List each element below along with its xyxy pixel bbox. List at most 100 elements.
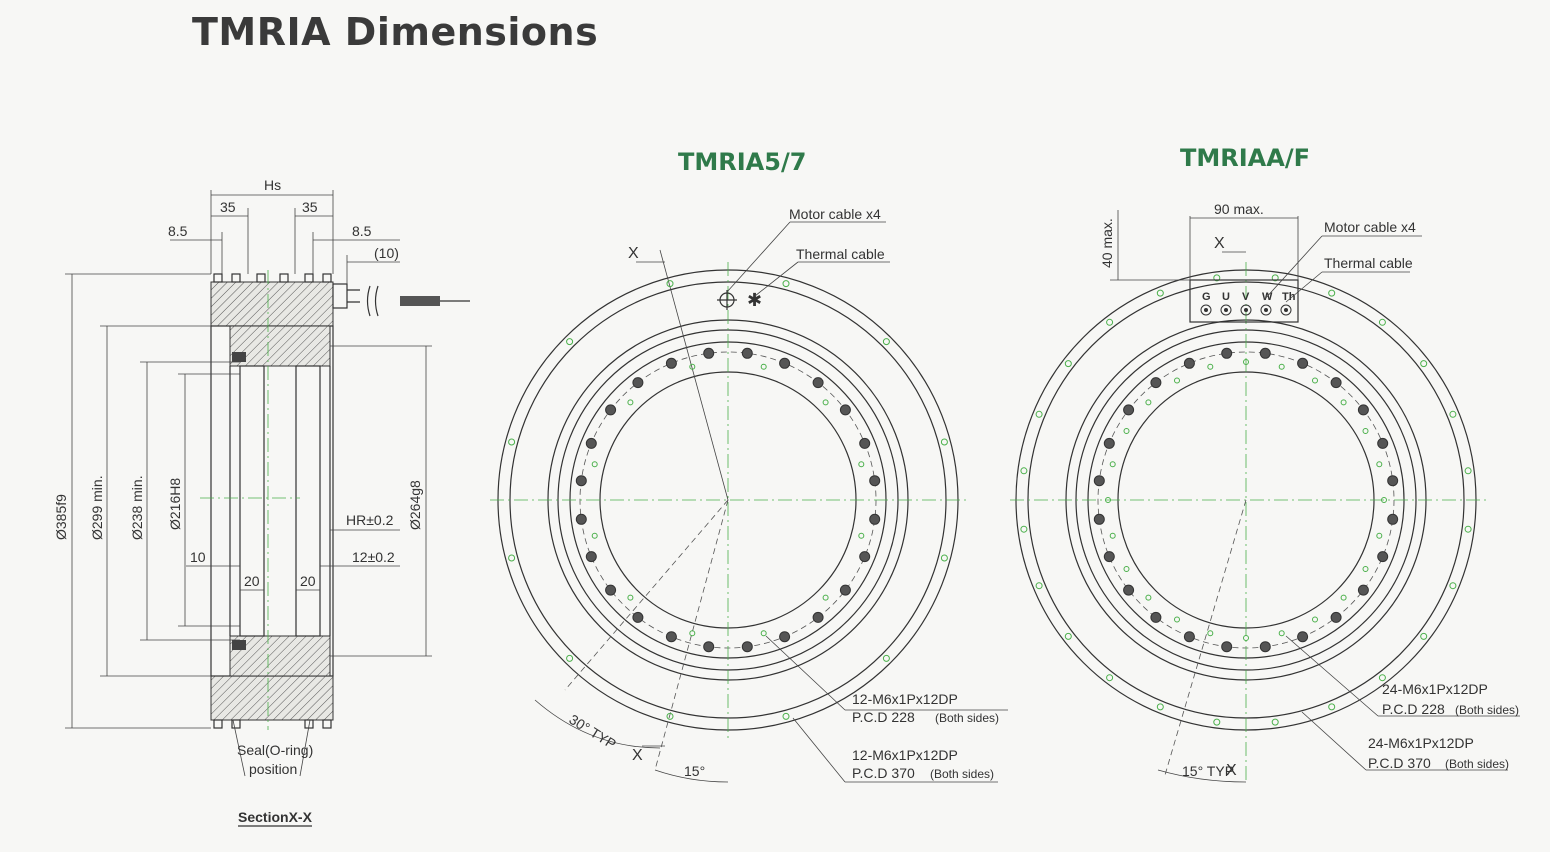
dim-ten-paren: (10) <box>374 245 399 261</box>
terminal-post-center <box>1244 308 1248 312</box>
dim-d238: Ø238 min. <box>129 475 145 540</box>
inner-bolt-hole <box>839 404 851 416</box>
inner-bolt-hole <box>1221 347 1233 359</box>
inner-bolt-hole <box>605 404 617 416</box>
inner-bolt-hole <box>859 437 871 449</box>
outer-bolt-hole <box>940 554 948 562</box>
inner-bolt-hole <box>839 584 851 596</box>
view1-outer-sides: (Both sides) <box>930 767 994 781</box>
inner-thread-hole <box>1381 497 1387 503</box>
inner-thread-hole <box>1278 363 1285 370</box>
view1-inner-pcd: P.C.D 228 <box>852 709 915 725</box>
inner-thread-hole <box>627 594 634 601</box>
inner-thread-hole <box>627 399 634 406</box>
terminal-label: U <box>1222 291 1230 303</box>
inner-bolt-hole <box>741 641 753 653</box>
inner-bolt-hole <box>605 584 617 596</box>
section-top-block <box>210 281 334 327</box>
outer-bolt-hole <box>1449 582 1457 590</box>
inner-bolt-hole <box>1259 641 1271 653</box>
inner-bolt-hole <box>575 475 587 487</box>
view1-cable-markers: ✱ <box>717 290 762 310</box>
terminal-post <box>1240 304 1252 316</box>
view2-outer-holes-spec: 24-M6x1Px12DP <box>1368 735 1474 751</box>
outer-bolt-hole <box>566 338 574 346</box>
outer-bolt-hole <box>1156 289 1164 297</box>
dim-hr: HR±0.2 <box>346 512 394 528</box>
inner-bolt-hole <box>859 551 871 563</box>
inner-bolt-hole <box>1377 551 1389 563</box>
view1-outer-holes-spec: 12-M6x1Px12DP <box>852 747 958 763</box>
seal-label-2: position <box>249 761 297 777</box>
outer-bolt-hole <box>1156 703 1164 711</box>
inner-bolt-hole <box>1123 584 1135 596</box>
outer-bolt-hole <box>508 554 516 562</box>
terminal-post-center <box>1284 308 1288 312</box>
outer-bolt-hole <box>1378 318 1386 326</box>
outer-bolt-hole <box>666 280 674 288</box>
inner-bolt-hole <box>1377 437 1389 449</box>
inner-thread-hole <box>1312 377 1318 384</box>
inner-thread-hole <box>858 461 865 468</box>
inner-thread-hole <box>1145 594 1152 601</box>
view1-inner-sides: (Both sides) <box>935 711 999 725</box>
inner-bolt-hole <box>585 437 597 449</box>
dim-ten: 10 <box>190 549 206 565</box>
section-view: Hs 35 35 8.5 8.5 (10) Ø385f9 Ø299 min. Ø… <box>53 177 470 827</box>
page-title: TMRIA Dimensions <box>192 10 599 54</box>
terminal-label: W <box>1262 291 1273 303</box>
inner-bolt-hole <box>1221 641 1233 653</box>
inner-thread-hole <box>1243 635 1249 641</box>
dim-d216: Ø216H8 <box>167 478 183 530</box>
dim-d264: Ø264g8 <box>407 480 423 530</box>
view1-title: TMRIA5/7 <box>678 148 806 176</box>
view2-width-max: 90 max. <box>1214 201 1264 217</box>
inner-bolt-hole <box>1297 357 1309 369</box>
inner-thread-hole <box>1376 532 1383 539</box>
terminal-label: Th <box>1282 291 1296 303</box>
inner-bolt-hole <box>585 551 597 563</box>
terminal-post <box>1260 304 1272 316</box>
inner-bolt-hole <box>812 611 824 623</box>
outer-bolt-hole <box>1106 674 1114 682</box>
inner-thread-hole <box>689 363 696 370</box>
view1-x-bottom: X <box>632 747 643 764</box>
view1-inner-holes <box>575 347 881 653</box>
inner-bolt-hole <box>1093 475 1105 487</box>
inner-bolt-hole <box>665 357 677 369</box>
inner-bolt-hole <box>1150 611 1162 623</box>
outer-bolt-hole <box>1064 632 1072 640</box>
outer-bolt-hole <box>666 712 674 720</box>
inner-thread-hole <box>822 399 829 406</box>
outer-bolt-hole <box>1213 718 1221 726</box>
view2-thermal-cable-label: Thermal cable <box>1324 255 1413 271</box>
terminal-post-center <box>1204 308 1208 312</box>
view2-angle-typ: 15° TYP <box>1182 763 1234 779</box>
outer-bolt-hole <box>1035 410 1043 418</box>
inner-bolt-hole <box>869 513 881 525</box>
inner-thread-hole <box>1340 399 1347 406</box>
dim-d299: Ø299 min. <box>89 475 105 540</box>
outer-bolt-hole <box>1271 274 1279 282</box>
outer-bolt-hole <box>1420 360 1428 368</box>
view2-height-max: 40 max. <box>1099 218 1115 268</box>
inner-bolt-hole <box>1387 513 1399 525</box>
inner-thread-hole <box>1109 461 1116 468</box>
outer-bolt-hole <box>882 654 890 662</box>
section-rotor-top <box>229 325 331 367</box>
view2-motor-cable-label: Motor cable x4 <box>1324 219 1416 235</box>
view1-angle-typ: 30° TYP <box>566 711 619 752</box>
terminal-post <box>1280 304 1292 316</box>
inner-bolt-hole <box>1103 551 1115 563</box>
dim-d385: Ø385f9 <box>53 494 69 540</box>
inner-bolt-hole <box>812 377 824 389</box>
outer-bolt-hole <box>782 280 790 288</box>
outer-bolt-hole <box>1464 525 1472 533</box>
outer-bolt-hole <box>1064 360 1072 368</box>
inner-bolt-hole <box>779 631 791 643</box>
dim-hs: Hs <box>264 177 281 193</box>
view2-title: TMRIAA/F <box>1180 144 1310 172</box>
view2-outer-pcd: P.C.D 370 <box>1368 755 1431 771</box>
